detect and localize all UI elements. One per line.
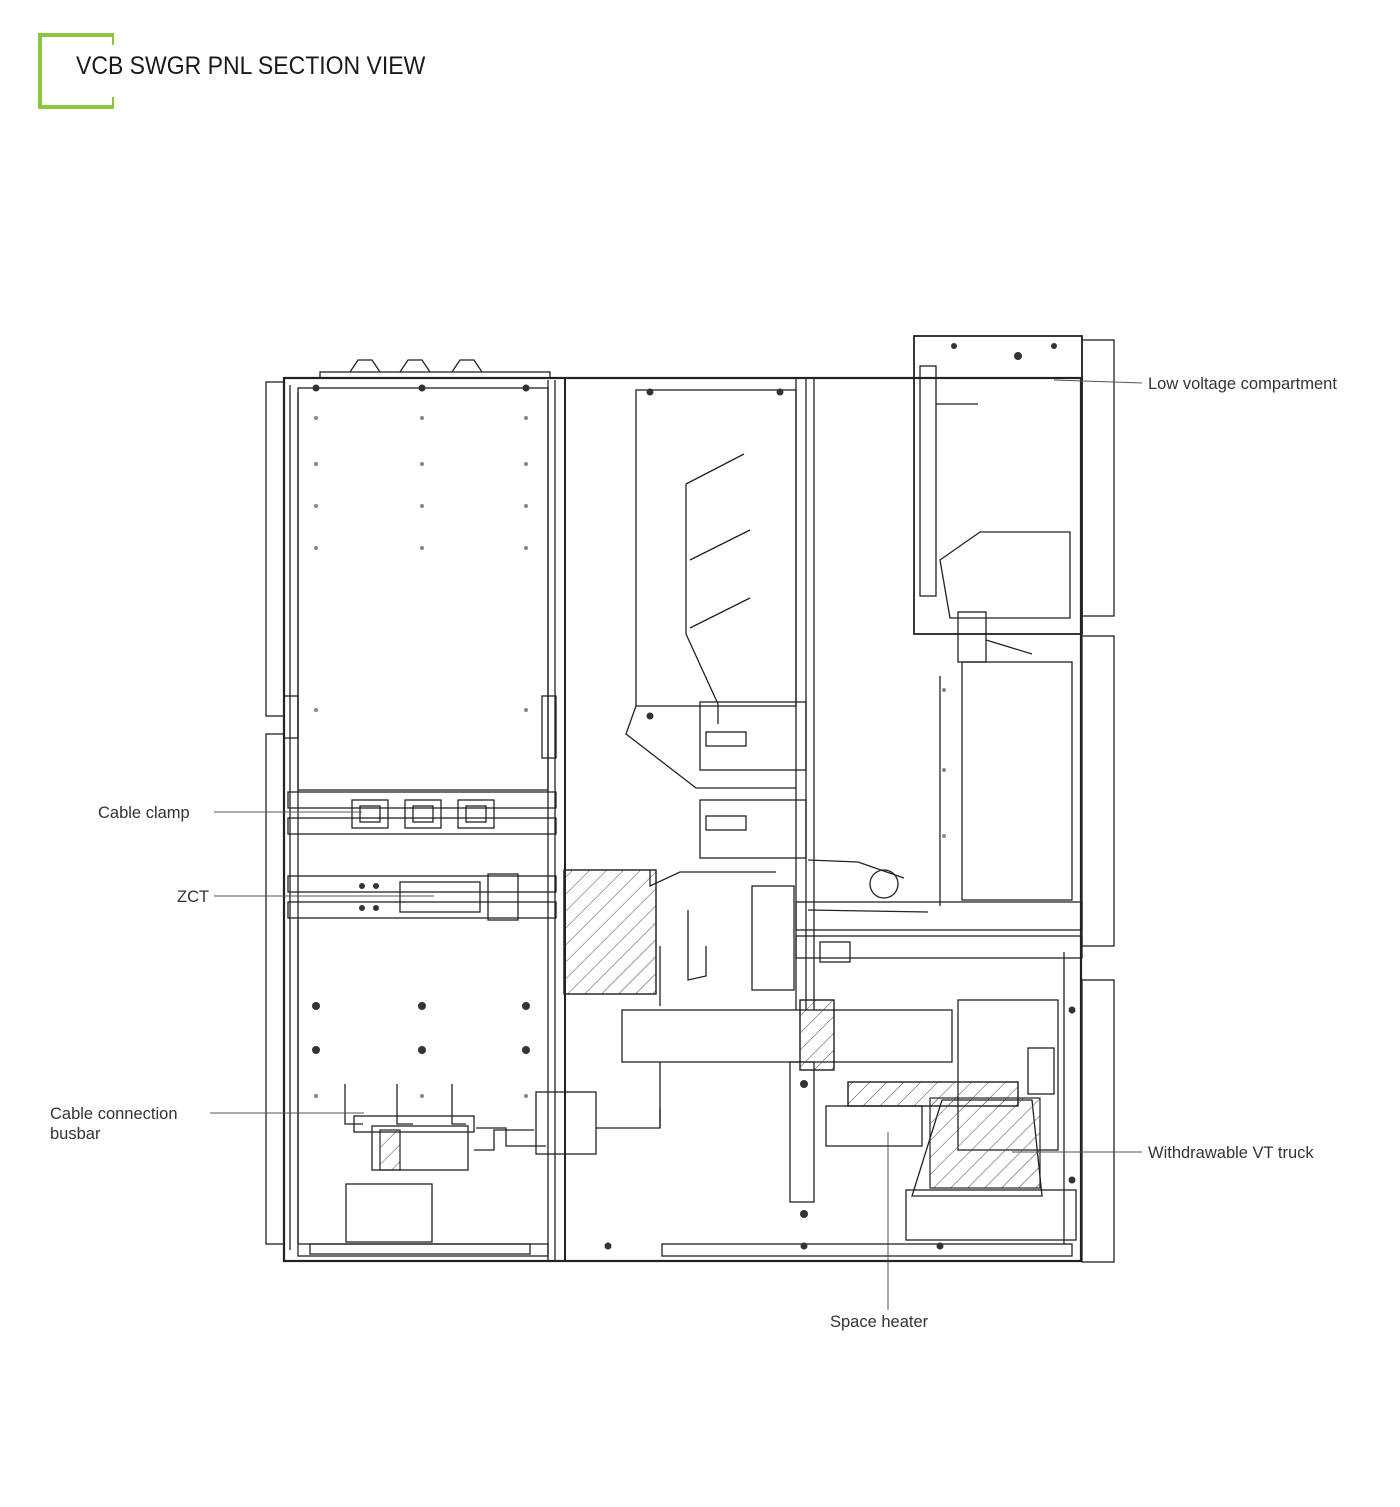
- callout-low-voltage-compartment: Low voltage compartment: [1148, 375, 1337, 393]
- callout-cable-clamp: Cable clamp: [98, 804, 190, 822]
- callout-space-heater: Space heater: [830, 1313, 929, 1331]
- callout-zct: ZCT: [177, 888, 210, 906]
- title-bracket-icon: [38, 33, 114, 109]
- callout-cable-connection-busbar: busbar: [50, 1125, 101, 1143]
- callout-cable-connection: Cable connection: [50, 1105, 178, 1123]
- callout-withdrawable-vt-truck: Withdrawable VT truck: [1148, 1144, 1314, 1162]
- page-title: VCB SWGR PNL SECTION VIEW: [76, 52, 426, 80]
